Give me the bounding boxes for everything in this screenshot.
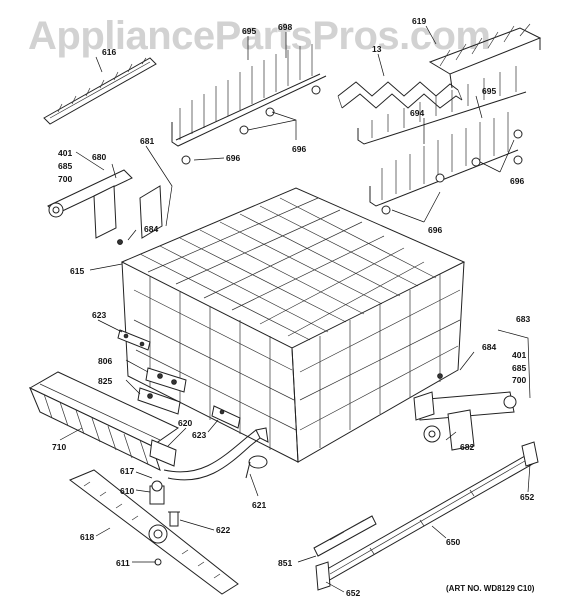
- part-652-end-cap-right: [521, 441, 539, 467]
- part-806-clip: [145, 367, 187, 393]
- callout-700-left: 700: [58, 174, 72, 184]
- callout-623-left: 623: [92, 310, 106, 320]
- part-682-bracket: [413, 373, 517, 451]
- callout-685-left: 685: [58, 161, 72, 171]
- callout-617: 617: [120, 466, 134, 476]
- part-621-clamp: [245, 455, 268, 479]
- callout-698: 698: [278, 22, 292, 32]
- part-616-rail: [43, 57, 157, 125]
- watermark-text: AppliancePartsPros.com: [28, 14, 491, 58]
- callout-851: 851: [278, 558, 292, 568]
- callout-labels: 616 698 695 619 13 695 694 681 401 685 7…: [52, 16, 535, 598]
- part-684-screw-left: [117, 239, 123, 245]
- callout-620: 620: [178, 418, 192, 428]
- callout-700-right: 700: [512, 375, 526, 385]
- callout-694: 694: [410, 108, 424, 118]
- callout-622: 622: [216, 525, 230, 535]
- part-615-upper-rack: [120, 187, 466, 463]
- part-680-bracket: [47, 169, 163, 245]
- callout-650: 650: [446, 537, 460, 547]
- part-695-tine-row: [357, 66, 527, 145]
- callout-683: 683: [516, 314, 530, 324]
- part-650-rail: [321, 451, 537, 583]
- part-618-spray-arm: [69, 469, 239, 595]
- part-623-clip-center: [211, 405, 241, 429]
- callout-652-right: 652: [520, 492, 534, 502]
- callout-610: 610: [120, 486, 134, 496]
- part-710-basket: [28, 371, 180, 471]
- callout-680: 680: [92, 152, 106, 162]
- part-623-clip-left: [117, 329, 151, 351]
- callout-710: 710: [52, 442, 66, 452]
- part-620-bracket: [149, 439, 177, 467]
- callout-652-left: 652: [346, 588, 360, 598]
- part-619-rack-accessory: [428, 23, 542, 89]
- callout-696-b: 696: [292, 144, 306, 154]
- callout-619: 619: [412, 16, 426, 26]
- callout-618: 618: [80, 532, 94, 542]
- callout-696-a: 696: [226, 153, 240, 163]
- callout-684-right: 684: [482, 342, 496, 352]
- callout-695-right: 695: [482, 86, 496, 96]
- callout-13: 13: [372, 44, 382, 54]
- callout-401-right: 401: [512, 350, 526, 360]
- part-610-nozzle: [149, 480, 165, 505]
- callout-611: 611: [116, 558, 130, 568]
- callout-684-left: 684: [144, 224, 158, 234]
- callout-696-c: 696: [510, 176, 524, 186]
- part-694-tine-row: [369, 112, 523, 215]
- part-622-bearing: [168, 511, 180, 527]
- callout-401-left: 401: [58, 148, 72, 158]
- callout-682: 682: [460, 442, 474, 452]
- part-617-feed-tube: [163, 427, 269, 481]
- part-698-tine-row: [171, 44, 327, 165]
- callout-616: 616: [102, 47, 116, 57]
- callout-621: 621: [252, 500, 266, 510]
- callout-615: 615: [70, 266, 84, 276]
- callout-825: 825: [98, 376, 112, 386]
- callout-623-center: 623: [192, 430, 206, 440]
- art-number: (ART NO. WD8129 C10): [446, 584, 535, 593]
- part-825-clip: [137, 387, 181, 415]
- callout-685-right: 685: [512, 363, 526, 373]
- callout-696-d: 696: [428, 225, 442, 235]
- part-851-rail: [313, 515, 377, 557]
- callout-806: 806: [98, 356, 112, 366]
- part-652-end-cap-left: [315, 561, 331, 591]
- callout-695-left: 695: [242, 26, 256, 36]
- callout-681: 681: [140, 136, 154, 146]
- part-13-cup-shelf: [337, 81, 463, 109]
- leader-lines: [59, 25, 531, 593]
